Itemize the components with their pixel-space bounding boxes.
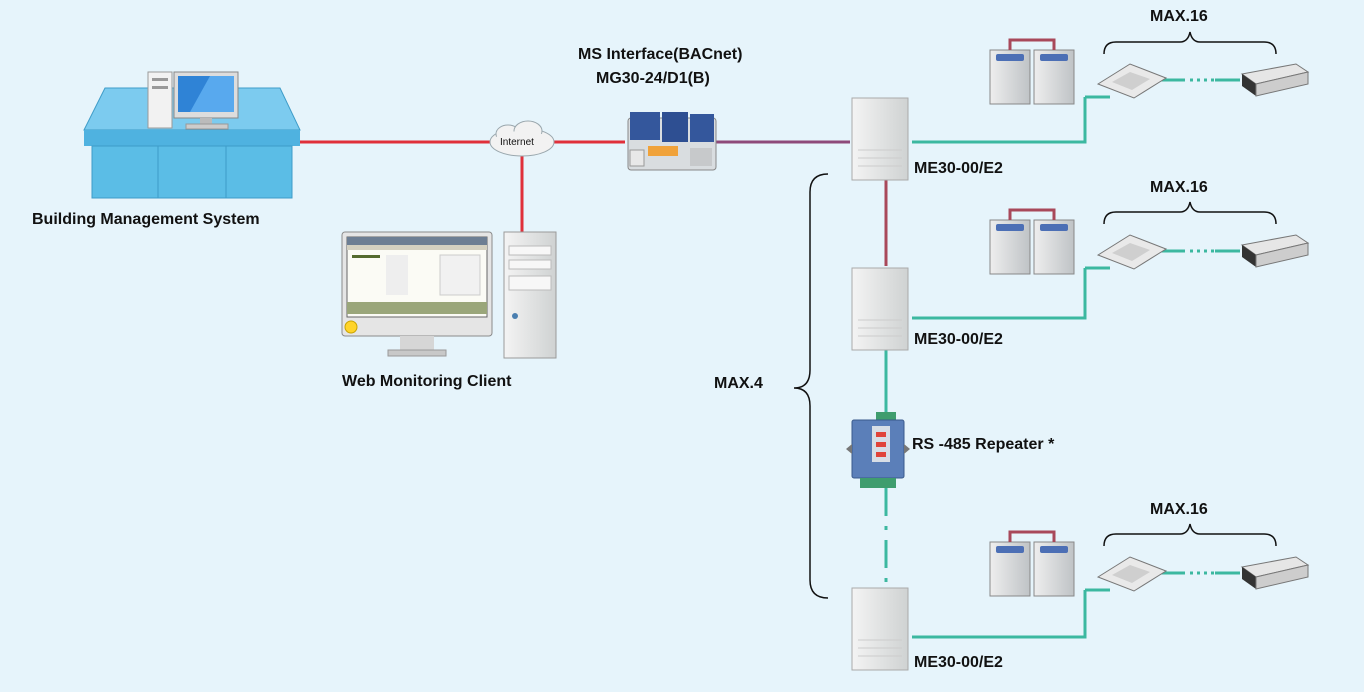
rs485-links xyxy=(884,78,1240,639)
desk-computer-icon xyxy=(83,71,301,199)
bms-label: Building Management System xyxy=(32,211,260,228)
duct-indoor-unit-icon xyxy=(1240,63,1310,590)
ms-interface-model: MG30-24/D1(B) xyxy=(596,70,710,87)
web-client-label: Web Monitoring Client xyxy=(342,373,512,390)
max16-braces xyxy=(1103,31,1277,547)
me30-label-mid: ME30-00/E2 xyxy=(914,331,1003,348)
me30-label-bottom: ME30-00/E2 xyxy=(914,654,1003,671)
max16-label-bottom: MAX.16 xyxy=(1150,501,1208,518)
max16-label-top: MAX.16 xyxy=(1150,8,1208,25)
cloud-icon xyxy=(489,120,555,157)
gateway-device-icon xyxy=(627,112,717,171)
internet-label: Internet xyxy=(500,137,534,148)
web-client-icon xyxy=(341,231,557,359)
repeater-device-icon xyxy=(846,412,910,488)
internet-links xyxy=(300,140,625,232)
max16-label-mid: MAX.16 xyxy=(1150,179,1208,196)
max4-label: MAX.4 xyxy=(714,375,763,392)
cassette-indoor-unit-icon xyxy=(1096,63,1168,592)
repeater-label: RS -485 Repeater * xyxy=(912,436,1055,453)
max4-brace xyxy=(793,173,829,599)
controller-cabinet-icon xyxy=(851,97,909,671)
me30-label-top: ME30-00/E2 xyxy=(914,160,1003,177)
ms-interface-label: MS Interface(BACnet) xyxy=(578,46,743,63)
outdoor-unit-icon xyxy=(989,38,1075,597)
